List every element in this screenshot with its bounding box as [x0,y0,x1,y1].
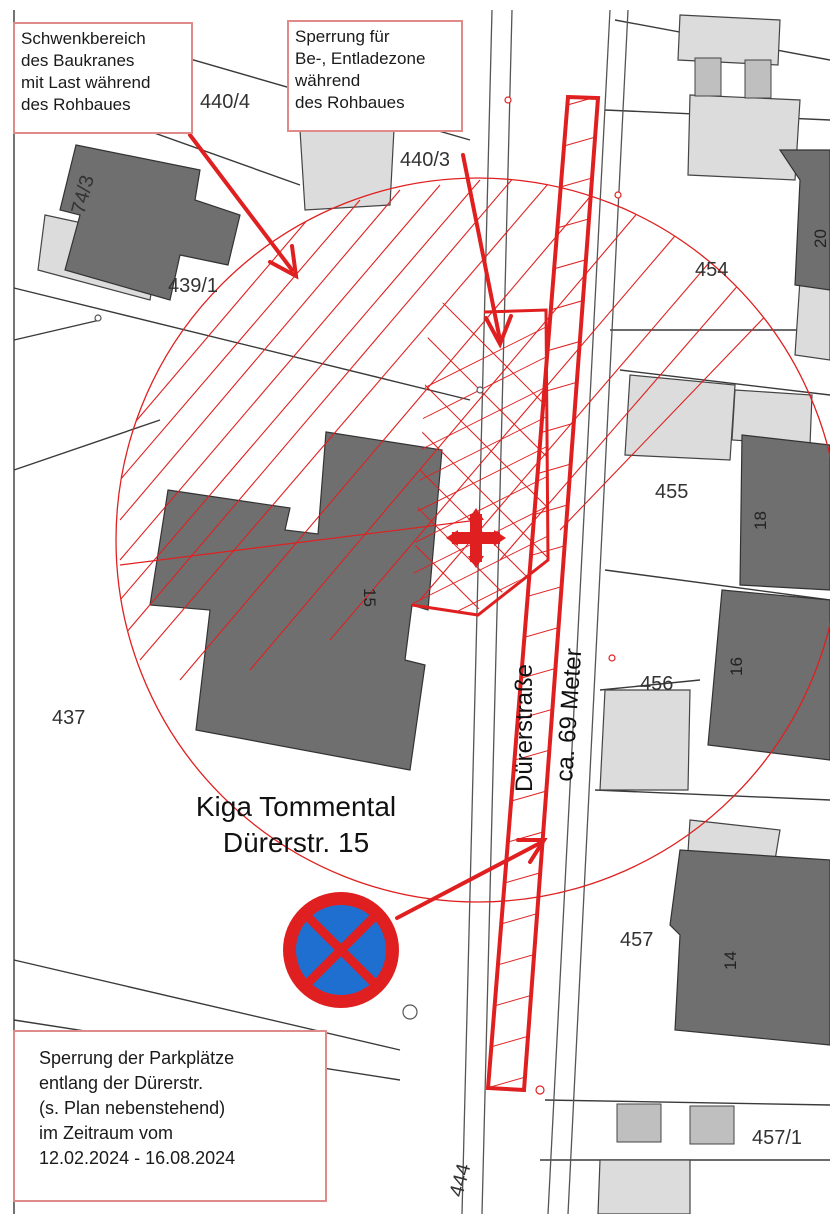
callout-parking-line-4: im Zeitraum vom [39,1123,174,1143]
house-number-18: 18 [751,511,770,530]
parcel-455: 455 [655,481,688,503]
street-edges [461,9,629,1214]
parcel-456: 456 [640,673,673,695]
crane-position-icon [446,508,506,568]
kiga-name-label: Kiga Tommental [196,791,396,822]
callout-swing-line-2: des Baukranes [21,51,135,70]
house-number-16: 16 [727,657,746,676]
dark-buildings [59,144,830,1046]
house-number-15: 15 [360,588,379,607]
callout-parking-line-1: Sperrung der Parkplätze [39,1048,235,1068]
callout-crane-swing-area: Schwenkbereich des Baukranes mit Last wä… [13,22,193,134]
callout-loading-line-1: Sperrung für [295,27,390,46]
parcel-labels: 440/4 440/3 74/3 439/1 454 455 456 457 4… [52,91,802,1199]
parcel-440-4: 440/4 [200,91,250,113]
callout-loading-line-3: während [295,71,361,90]
house-number-14: 14 [721,951,740,970]
callout-swing-line-3: mit Last während [21,73,151,92]
callout-parking-line-3: (s. Plan nebenstehend) [39,1098,226,1118]
parcel-437: 437 [52,707,85,729]
parcel-454: 454 [695,259,728,281]
house-number-20: 20 [811,229,830,248]
parcel-457-1: 457/1 [752,1127,802,1149]
boundary-markers [94,96,622,1095]
callout-swing-line-4: des Rohbaues [21,95,131,114]
house-number-labels: 15 18 16 14 20 [360,229,830,970]
callout-parking-closure: Sperrung der Parkplätze entlang der Düre… [13,1030,327,1202]
callout-loading-line-2: Be-, Entladezone [295,49,426,68]
no-stopping-sign-icon [283,892,399,1008]
parcel-440-3: 440/3 [400,149,450,171]
callout-loading-zone: Sperrung für Be-, Entladezone während de… [287,20,463,132]
callout-parking-line-2: entlang der Dürerstr. [39,1073,204,1093]
garage-strips [616,57,772,1145]
parcel-457: 457 [620,929,653,951]
street-name-label: Dürerstraße [511,664,538,792]
kiga-address-label: Dürerstr. 15 [223,827,369,858]
callout-parking-line-5: 12.02.2024 - 16.08.2024 [39,1148,236,1168]
callout-swing-line-1: Schwenkbereich [21,29,146,48]
parcel-444: 444 [446,1161,476,1199]
annotation-arrows [188,133,548,920]
parcel-439-1: 439/1 [168,275,218,297]
callout-loading-line-4: des Rohbaues [295,93,405,112]
